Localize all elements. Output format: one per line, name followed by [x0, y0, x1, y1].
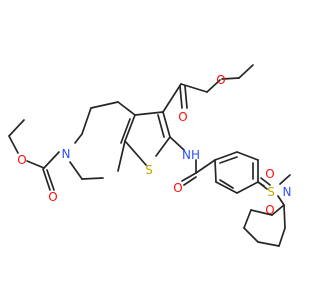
- atom-o-sulfonyl-bottom: O: [265, 203, 274, 217]
- atom-n-ring: N: [62, 147, 71, 161]
- atom-n-sulfonamide: N: [283, 185, 292, 199]
- atom-o-amide: O: [173, 181, 182, 195]
- atom-o-sulfonyl-top: O: [265, 167, 274, 181]
- atom-o-ester-carbonyl: O: [178, 110, 187, 124]
- atom-o-carbamate-carbonyl: O: [48, 190, 57, 204]
- atom-o-ester-ether: O: [216, 73, 225, 87]
- molecule-structure: O O N O O S NH O S O O N: [8, 64, 291, 247]
- atom-s-thiophene: S: [145, 163, 153, 177]
- atom-nh-amide: NH: [182, 148, 200, 162]
- atom-o-carbamate-ether: O: [17, 153, 26, 167]
- bond-skeleton: [8, 64, 291, 247]
- atom-labels: O O N O O S NH O S O O N: [17, 73, 291, 217]
- molecule-canvas: O O N O O S NH O S O O N: [8, 64, 291, 247]
- atom-s-sulfonyl: S: [267, 185, 275, 199]
